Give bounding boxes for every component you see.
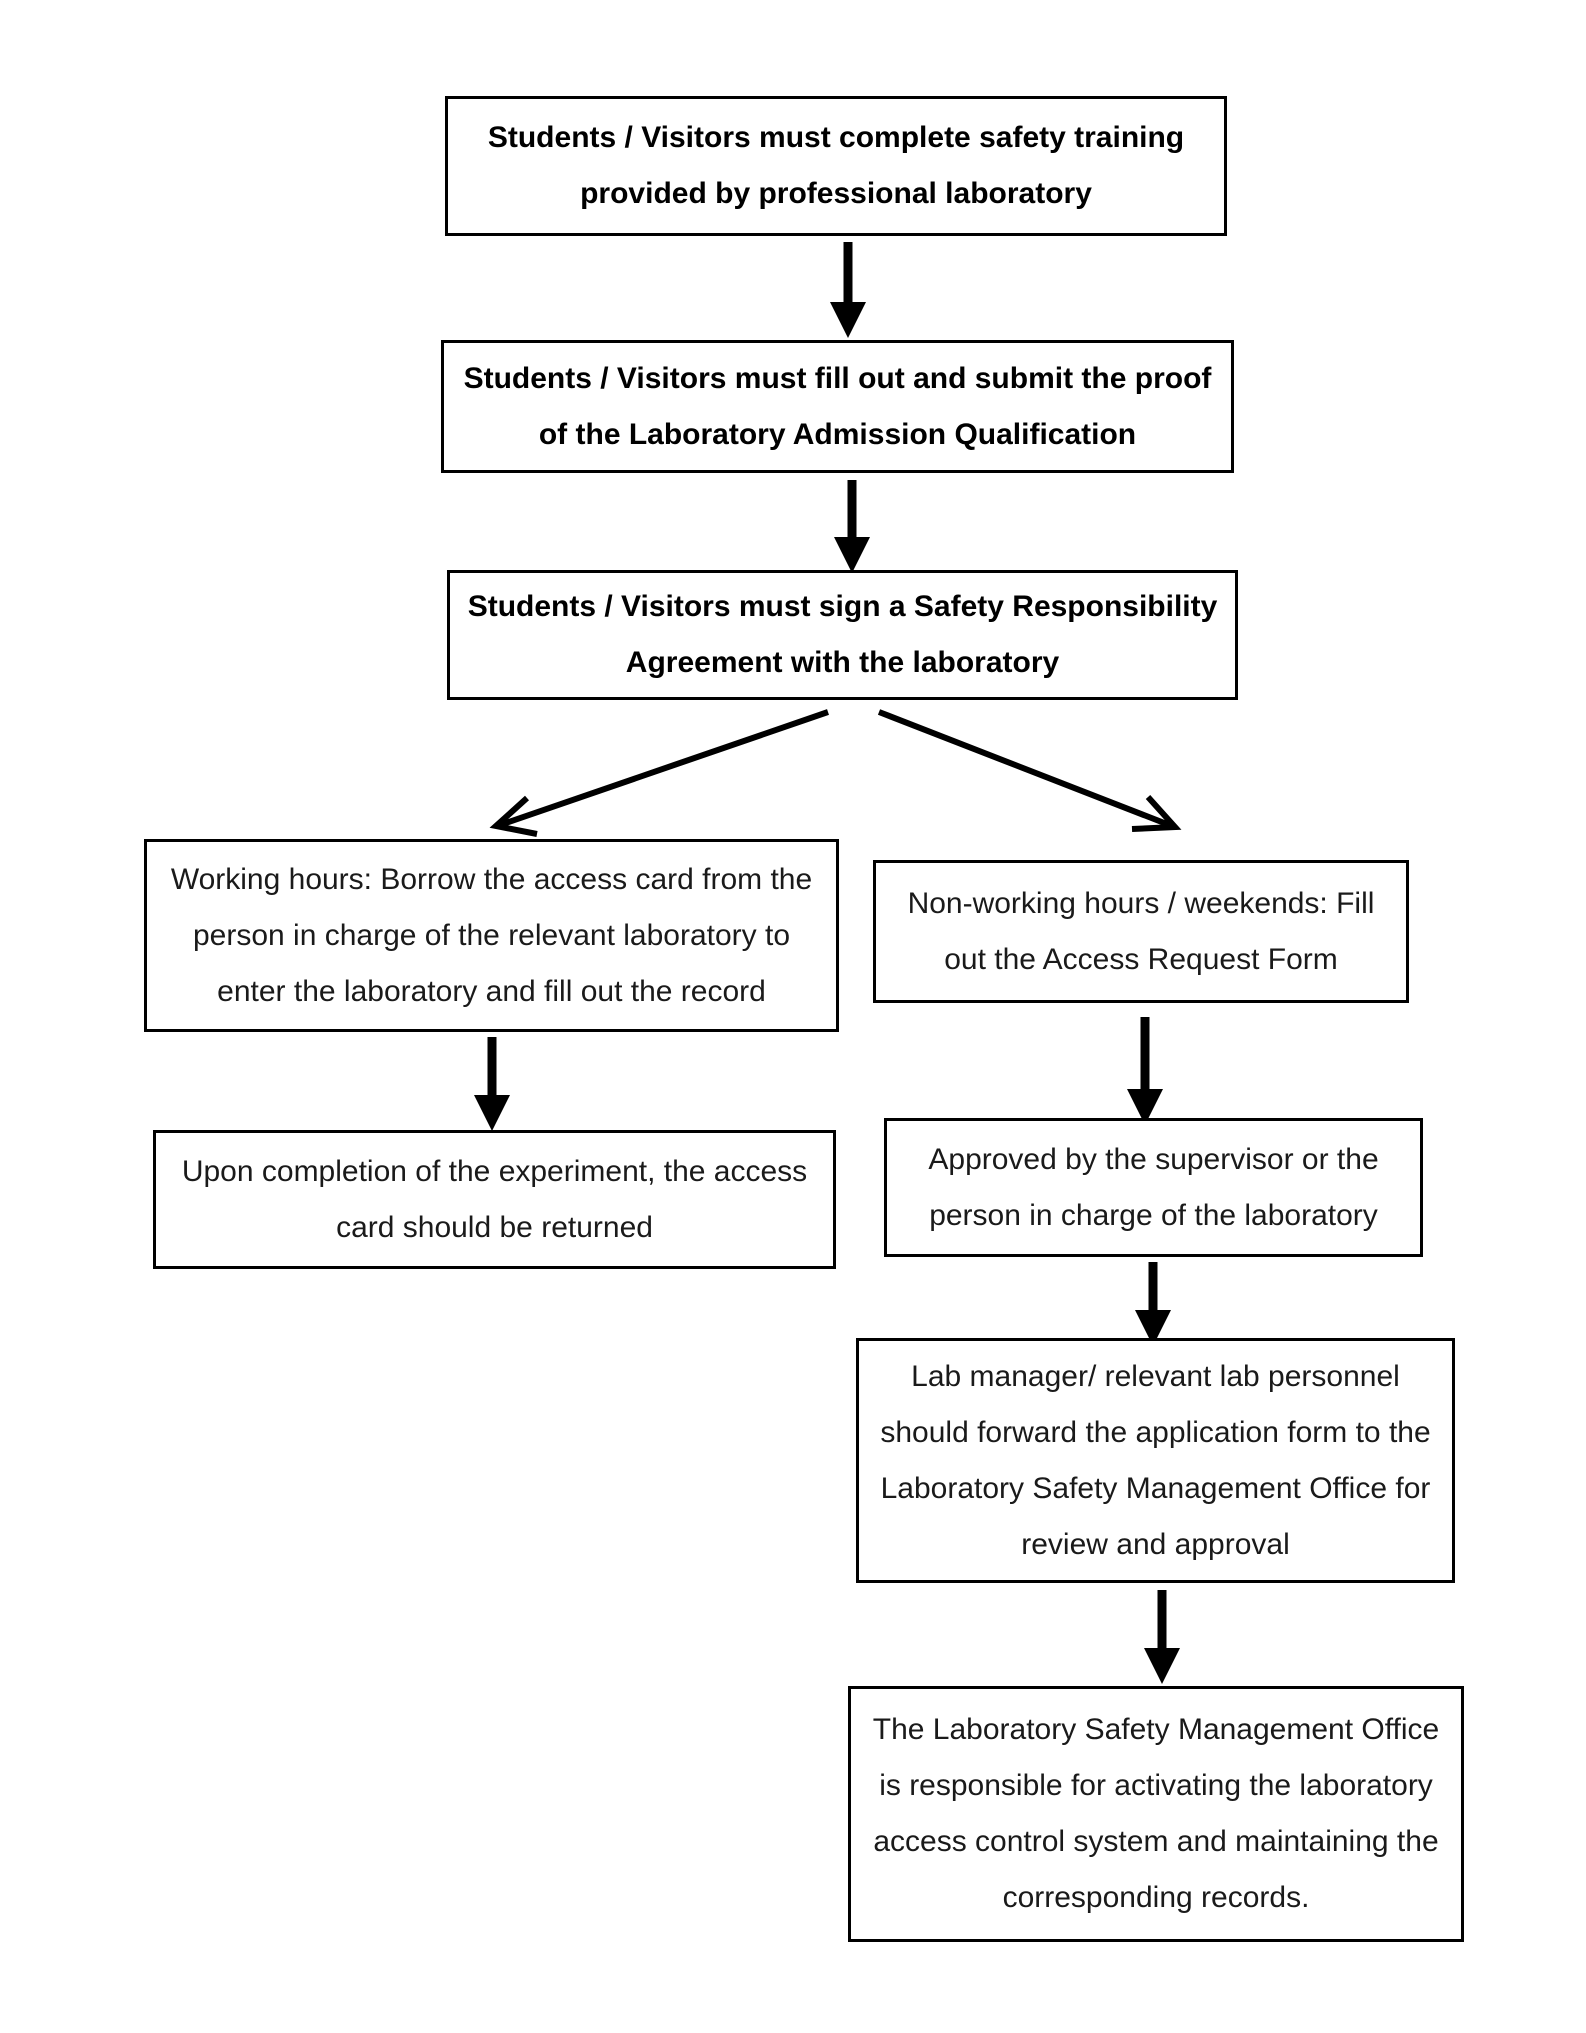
arrow-agreement-to-non-working: [877, 709, 1174, 829]
node-forward-application: Lab manager/ relevant lab personnel shou…: [856, 1338, 1455, 1583]
node-return-card-label: Upon completion of the experiment, the a…: [181, 1154, 808, 1244]
node-safety-training: Students / Visitors must complete safety…: [445, 96, 1227, 236]
node-safety-agreement: Students / Visitors must sign a Safety R…: [447, 570, 1238, 700]
arrow-head-working-hours: [489, 795, 538, 837]
node-working-hours: Working hours: Borrow the access card fr…: [144, 839, 839, 1032]
node-activate-access: The Laboratory Safety Management Office …: [848, 1686, 1464, 1942]
node-admission-qualification-label: Students / Visitors must fill out and su…: [463, 361, 1212, 451]
node-return-card: Upon completion of the experiment, the a…: [153, 1130, 836, 1269]
node-non-working-hours: Non-working hours / weekends: Fill out t…: [873, 860, 1409, 1003]
node-forward-application-label: Lab manager/ relevant lab personnel shou…: [880, 1359, 1431, 1561]
node-supervisor-approval-label: Approved by the supervisor or the person…: [928, 1142, 1379, 1232]
node-supervisor-approval: Approved by the supervisor or the person…: [884, 1118, 1423, 1257]
arrow-agreement-to-working-hours: [499, 709, 829, 828]
arrow-head-non-working: [1131, 794, 1182, 832]
node-activate-access-label: The Laboratory Safety Management Office …: [872, 1713, 1440, 1914]
node-safety-training-label: Students / Visitors must complete safety…: [487, 121, 1185, 210]
node-working-hours-label: Working hours: Borrow the access card fr…: [170, 862, 813, 1008]
node-non-working-hours-label: Non-working hours / weekends: Fill out t…: [907, 886, 1375, 976]
node-safety-agreement-label: Students / Visitors must sign a Safety R…: [467, 590, 1218, 679]
node-admission-qualification: Students / Visitors must fill out and su…: [441, 340, 1234, 473]
